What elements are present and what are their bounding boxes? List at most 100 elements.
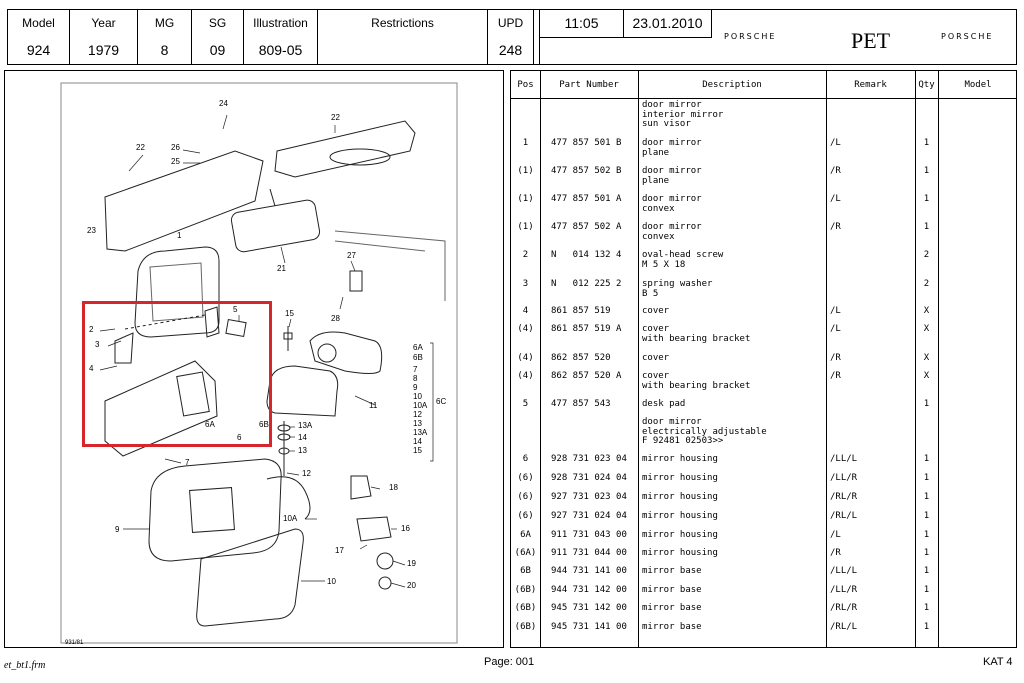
cell-part-number: 945 731 142 00 bbox=[551, 603, 627, 613]
cell-qty: 1 bbox=[923, 454, 930, 464]
cell-qty: 1 bbox=[923, 530, 930, 540]
cell-pos: (1) bbox=[517, 166, 534, 176]
cell-part-number: 928 731 024 04 bbox=[551, 473, 627, 483]
cell-pos: (4) bbox=[517, 324, 534, 334]
cell-description: mirror housing bbox=[642, 454, 718, 464]
callout-6b-b: 6B bbox=[259, 420, 269, 429]
col-header-qty[interactable]: Qty bbox=[915, 71, 938, 99]
callout-10b: 10 bbox=[327, 577, 336, 586]
col-header-part-number[interactable]: Part Number bbox=[540, 71, 638, 99]
callout-4: 4 bbox=[89, 364, 94, 373]
year-label: Year bbox=[91, 16, 116, 30]
callout-10a-b: 10A bbox=[283, 514, 298, 523]
highlight-box bbox=[82, 301, 272, 447]
header-bar: Model 924 Year 1979 MG 8 SG 09 Illustrat… bbox=[7, 9, 1017, 65]
cell-qty: 1 bbox=[923, 492, 930, 502]
col-header-pos[interactable]: Pos bbox=[511, 71, 540, 99]
upd-value: 248 bbox=[498, 42, 523, 58]
parts-table: Pos Part Number Description Remark Qty M… bbox=[510, 70, 1017, 648]
cell-part-number: 862 857 520 bbox=[551, 353, 611, 363]
door-mirror-plane bbox=[134, 246, 220, 338]
porsche-logo-right: PORSCHE bbox=[941, 32, 994, 41]
cell-description: oval-head screw M 5 X 18 bbox=[642, 250, 724, 270]
cell-part-number: 862 857 520 A bbox=[551, 371, 622, 381]
mirror-housing-11 bbox=[266, 365, 339, 417]
mirror-housing-9 bbox=[148, 458, 282, 562]
callout-14: 14 bbox=[413, 437, 422, 446]
time-display: 11:05 bbox=[540, 10, 624, 38]
cell-remark: /L bbox=[830, 530, 841, 540]
exploded-parts-diagram[interactable] bbox=[5, 71, 505, 649]
clip-27 bbox=[349, 270, 363, 292]
cell-part-number: N 014 132 4 bbox=[551, 250, 622, 260]
callout-19: 19 bbox=[407, 559, 416, 568]
callout-14b: 14 bbox=[298, 433, 307, 442]
cell-pos: 6 bbox=[522, 454, 529, 464]
cell-part-number: 477 857 502 B bbox=[551, 166, 622, 176]
cell-part-number: 911 731 043 00 bbox=[551, 530, 627, 540]
cell-pos: (4) bbox=[517, 371, 534, 381]
callout-6a: 6A bbox=[413, 343, 423, 352]
upd-label: UPD bbox=[497, 16, 524, 30]
callout-9b: 9 bbox=[115, 525, 120, 534]
cell-pos: (6B) bbox=[514, 603, 537, 613]
cell-part-number: 928 731 023 04 bbox=[551, 454, 627, 464]
callout-9: 9 bbox=[413, 383, 418, 392]
illustration-panel[interactable]: 24 22 26 25 22 1 27 21 23 5 2 3 15 28 4 … bbox=[4, 70, 504, 648]
col-header-description[interactable]: Description bbox=[638, 71, 826, 99]
cell-remark: /LL/R bbox=[830, 585, 858, 595]
cell-pos: 6A bbox=[520, 530, 531, 540]
cell-part-number: 944 731 141 00 bbox=[551, 566, 627, 576]
cell-qty: 1 bbox=[923, 138, 930, 148]
cell-qty: 1 bbox=[923, 166, 930, 176]
callout-28: 28 bbox=[331, 314, 340, 323]
cell-part-number: 477 857 501 B bbox=[551, 138, 622, 148]
callout-10: 10 bbox=[413, 392, 422, 401]
callout-12: 12 bbox=[413, 410, 422, 419]
callout-6b: 6B bbox=[413, 353, 423, 362]
callout-7: 7 bbox=[413, 365, 418, 374]
cell-description: spring washer B 5 bbox=[642, 279, 713, 299]
cell-pos: (6A) bbox=[514, 548, 537, 558]
cell-description: door mirror interior mirror sun visor bbox=[642, 100, 724, 129]
page-indicator: Page: 001 bbox=[484, 656, 535, 668]
interior-mirror bbox=[230, 199, 321, 253]
cell-pos: (1) bbox=[517, 222, 534, 232]
model-cell: Model 924 bbox=[8, 10, 70, 64]
cell-qty: 1 bbox=[923, 603, 930, 613]
callout-17: 17 bbox=[335, 546, 344, 555]
cell-remark: /L bbox=[830, 194, 841, 204]
cell-qty: 1 bbox=[923, 548, 930, 558]
callout-16: 16 bbox=[401, 524, 410, 533]
cell-qty: 1 bbox=[923, 473, 930, 483]
callout-3: 3 bbox=[95, 340, 100, 349]
callout-2: 2 bbox=[89, 325, 94, 334]
cell-pos: 4 bbox=[522, 306, 529, 316]
cell-qty: X bbox=[923, 324, 930, 334]
callout-8: 8 bbox=[413, 374, 418, 383]
cell-pos: (6) bbox=[517, 473, 534, 483]
cell-part-number: 911 731 044 00 bbox=[551, 548, 627, 558]
cell-description: cover bbox=[642, 353, 670, 363]
mirror-housing-6a bbox=[104, 360, 218, 457]
callout-1: 1 bbox=[177, 231, 182, 240]
cell-pos: 6B bbox=[520, 566, 531, 576]
illustration-value: 809-05 bbox=[258, 42, 303, 58]
cell-remark: /RL/L bbox=[830, 511, 858, 521]
sg-cell: SG 09 bbox=[192, 10, 244, 64]
callout-5: 5 bbox=[233, 305, 238, 314]
callout-13b: 13 bbox=[298, 446, 307, 455]
callout-6c: 6C bbox=[436, 397, 447, 406]
cell-pos: 3 bbox=[522, 279, 529, 289]
year-value: 1979 bbox=[87, 42, 120, 58]
catalog-indicator: KAT 4 bbox=[983, 656, 1013, 668]
col-header-model[interactable]: Model bbox=[938, 71, 1016, 99]
cell-pos: (6B) bbox=[514, 622, 537, 632]
col-header-remark[interactable]: Remark bbox=[826, 71, 915, 99]
cell-remark: /RL/L bbox=[830, 622, 858, 632]
mirror-glass-10 bbox=[196, 528, 304, 627]
restrictions-label: Restrictions bbox=[371, 16, 434, 30]
cell-part-number: 927 731 024 04 bbox=[551, 511, 627, 521]
cell-description: desk pad bbox=[642, 399, 686, 409]
cell-part-number: 477 857 501 A bbox=[551, 194, 622, 204]
